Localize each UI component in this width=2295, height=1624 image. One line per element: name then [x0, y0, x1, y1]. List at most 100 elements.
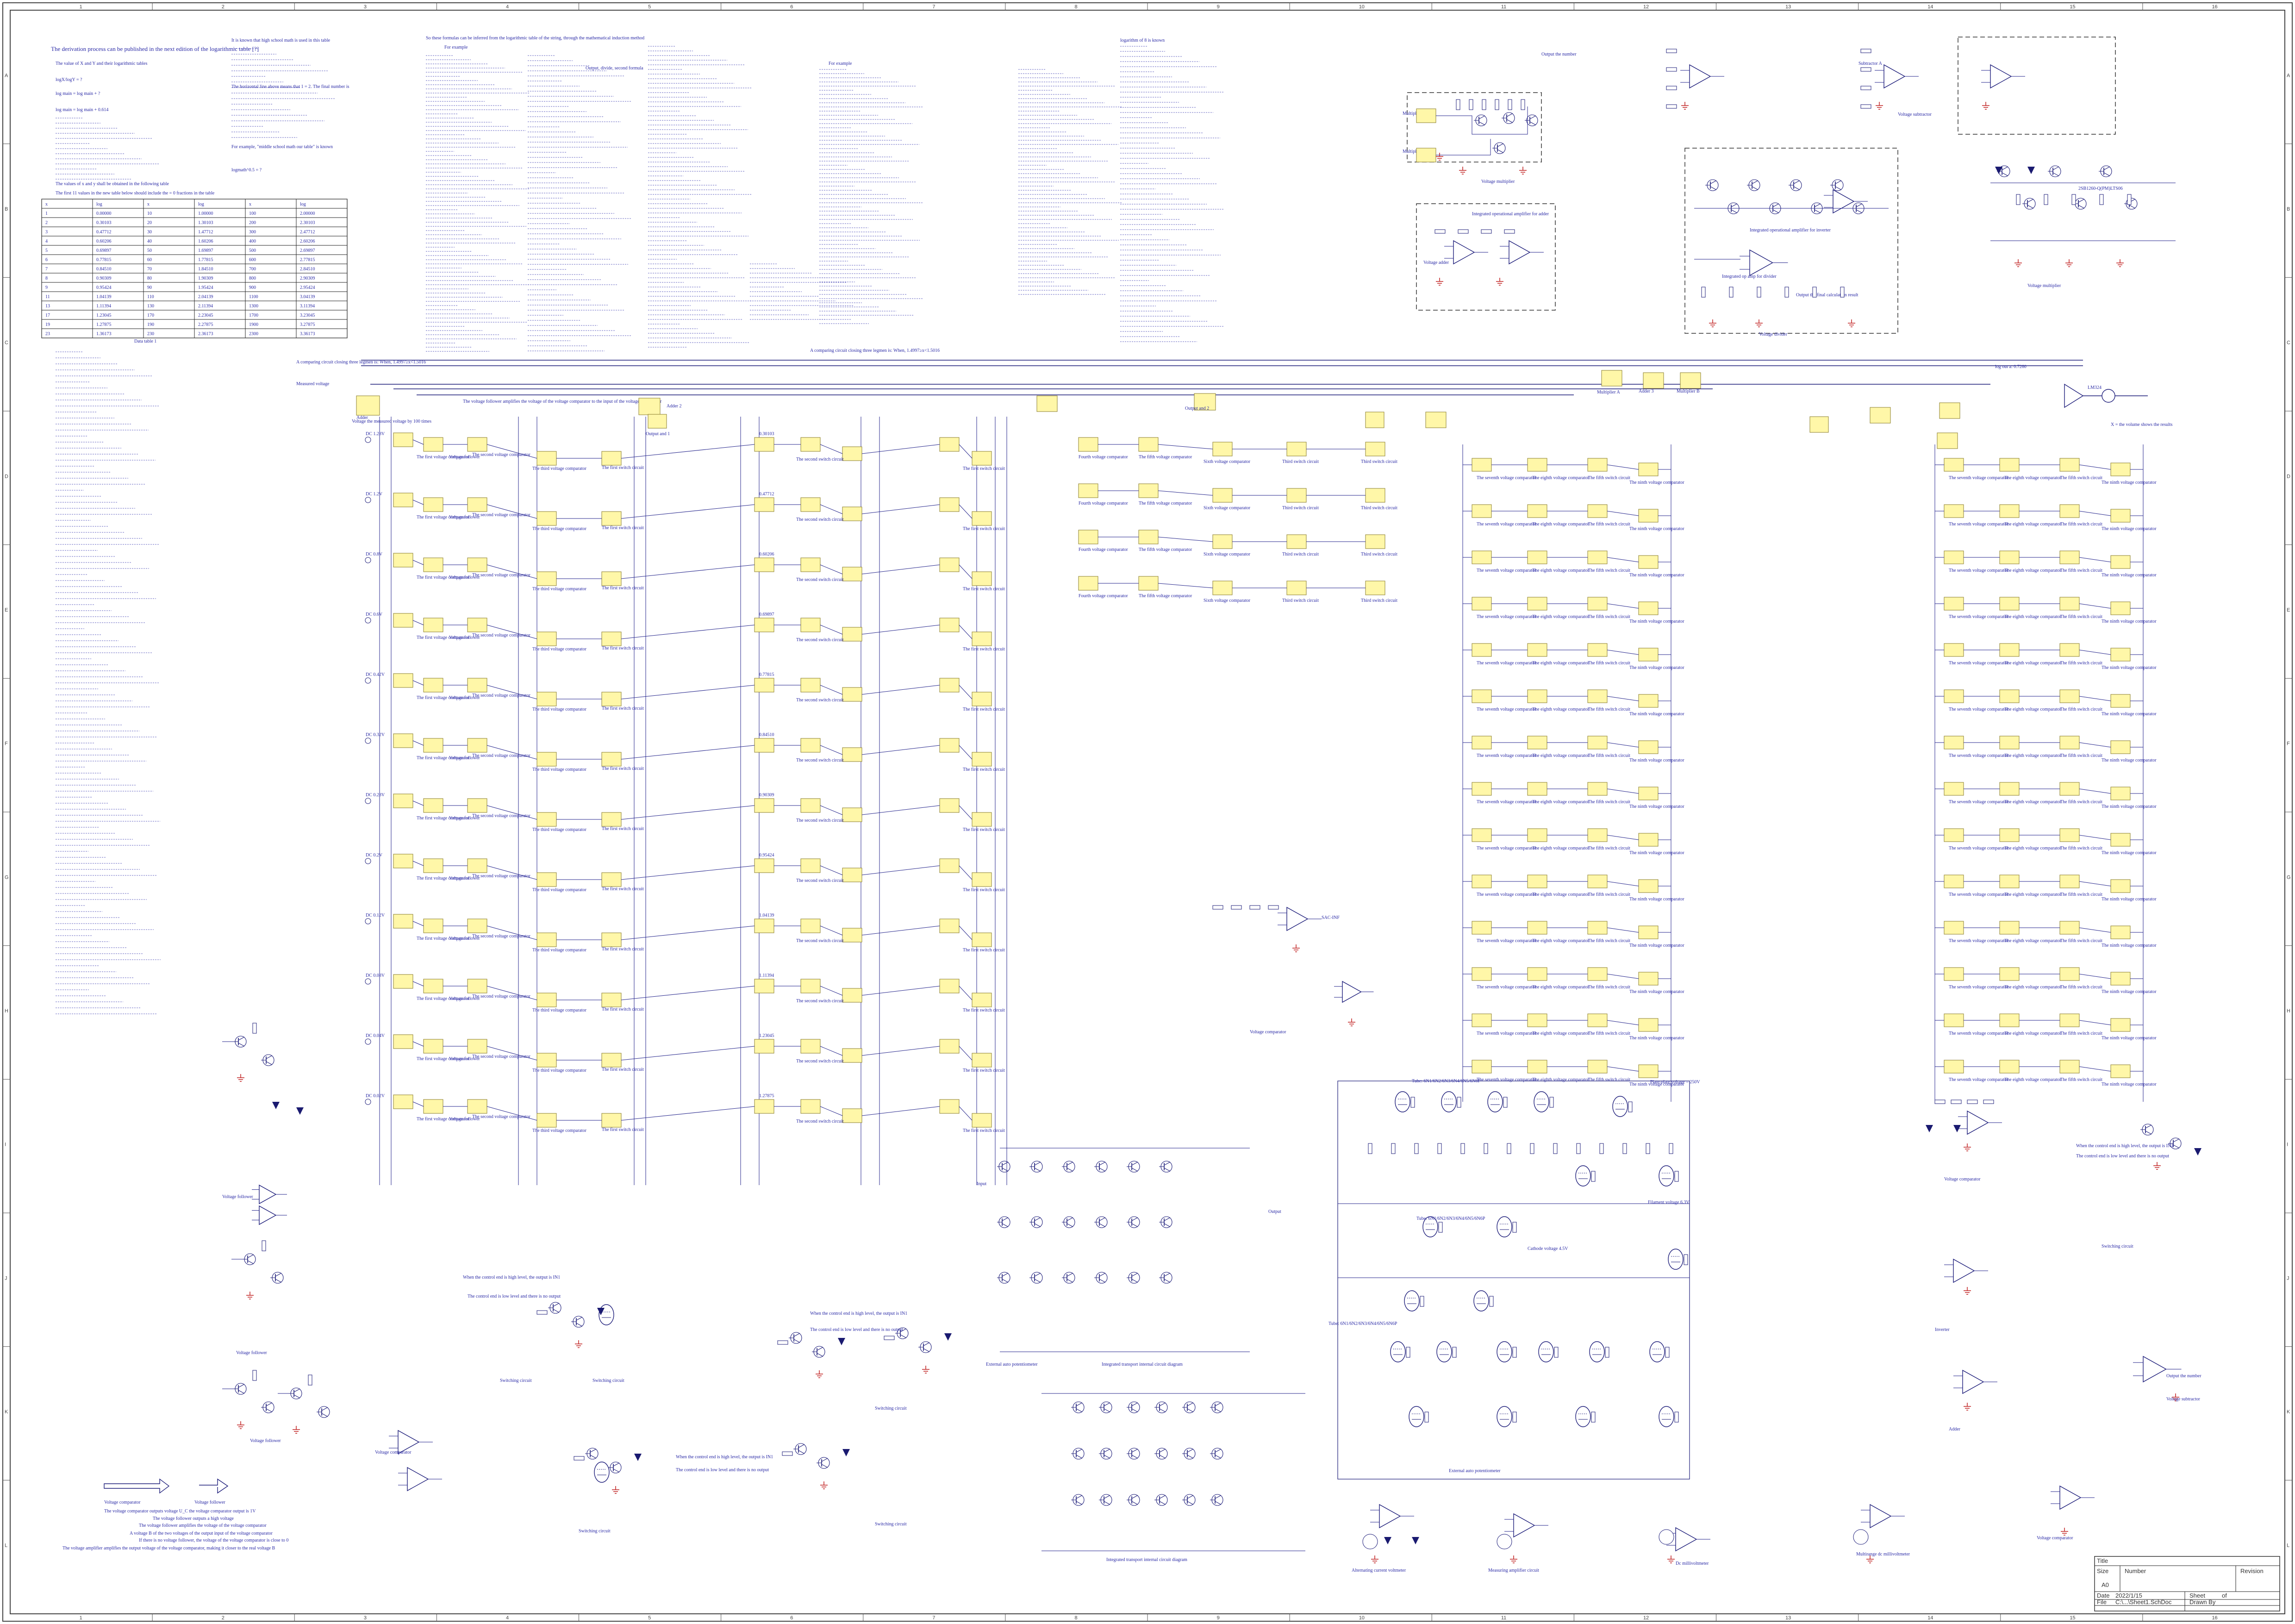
resistor-icon	[1860, 86, 1871, 90]
label-int-transport: Integrated transport internal circuit di…	[1102, 1362, 1183, 1367]
switch-block	[1587, 597, 1608, 611]
comparator-block	[1944, 597, 1964, 611]
switch-label: The first switch circuit	[963, 1008, 1005, 1013]
opamp-icon	[398, 1430, 420, 1455]
comparator-block	[1527, 782, 1547, 796]
comparator-label: The eighth voltage comparator	[1532, 985, 1590, 990]
wire	[2079, 927, 2111, 933]
transistor-icon	[923, 1342, 930, 1346]
log-table-cell: 300	[249, 230, 256, 235]
switch-label: The first switch circuit	[963, 767, 1005, 772]
wire	[486, 625, 537, 639]
transistor-icon	[1215, 1455, 1222, 1459]
comparator-block	[467, 678, 487, 693]
comparator-label: The third voltage comparator	[532, 948, 587, 953]
switch-label: The fifth switch circuit	[2060, 522, 2102, 527]
wire	[486, 865, 537, 880]
opamp-icon	[1967, 1110, 1989, 1135]
switch-label: The first switch circuit	[602, 826, 644, 831]
comparator-block	[423, 798, 443, 813]
wire	[820, 564, 843, 575]
log-table-cell: 13	[45, 304, 50, 309]
transistor-icon	[1131, 1168, 1138, 1172]
comparator-block	[2110, 740, 2131, 754]
wire	[412, 921, 424, 926]
label-output-number: Output the number	[1541, 52, 1577, 57]
wire	[412, 740, 424, 746]
vacuum-tube-icon	[1473, 1290, 1489, 1312]
ref-value-label: 1.11394	[759, 973, 774, 978]
resistor-icon	[252, 1370, 257, 1381]
transistor-icon	[1076, 1455, 1083, 1459]
ruler-row-label: K	[2287, 1409, 2290, 1415]
comparator-block	[2110, 833, 2131, 847]
transistor-icon	[1159, 1449, 1166, 1453]
derivation-notes: The derivation process can be published …	[51, 36, 1165, 196]
wire	[861, 625, 940, 635]
label-comparator-bottom-4: Voltage comparator	[2037, 1536, 2073, 1541]
transistor-icon	[821, 1464, 828, 1468]
comparator-block	[939, 979, 960, 993]
switch-label: The second switch circuit	[796, 1119, 844, 1124]
transistor-icon	[266, 1408, 273, 1412]
log-table-cell: 2.95424	[300, 285, 315, 290]
comparator-block	[1638, 833, 1659, 847]
divider-dashed-box	[1684, 148, 1898, 334]
resistor-icon	[1549, 1097, 1554, 1108]
block-output-a	[648, 414, 667, 429]
transistor-icon	[1506, 119, 1513, 123]
resistor-icon	[1484, 1143, 1488, 1154]
comparator-label: The third voltage comparator	[532, 707, 587, 712]
legend-line-5: If there is no voltage follower, the vol…	[139, 1538, 288, 1543]
ruler-col-label: 1	[80, 4, 82, 10]
transistor-icon	[1752, 186, 1759, 190]
log-table-cell: 2.27875	[198, 322, 213, 327]
wire	[1607, 464, 1639, 470]
ref-value-label: 1.04139	[759, 913, 774, 918]
comparator-block	[423, 918, 443, 933]
comparator-block	[1472, 550, 1492, 564]
comparator-block	[754, 497, 774, 512]
wire	[486, 504, 537, 519]
comparator-block	[1472, 458, 1492, 472]
wire	[621, 444, 755, 459]
comparator-label: The first voltage comparator	[417, 816, 470, 821]
comparator-block	[754, 1039, 774, 1054]
comparator-block	[1944, 689, 1964, 703]
resistor-icon	[2099, 194, 2104, 205]
wire	[861, 805, 940, 815]
comparator-label: The ninth voltage comparator	[1629, 619, 1684, 624]
switch-label: The fifth switch circuit	[2060, 1031, 2102, 1036]
comparator-label: The third voltage comparator	[532, 887, 587, 893]
transistor-icon	[1066, 1279, 1073, 1283]
switch-label: Third switch circuit	[1282, 552, 1319, 557]
diode-icon	[1412, 1537, 1419, 1544]
transistor-icon	[1066, 1273, 1073, 1277]
comparator-label: The eighth voltage comparator	[2004, 568, 2062, 573]
comparator-block	[467, 979, 487, 993]
comparator-label: Fourth voltage comparator	[1079, 547, 1128, 552]
transistor-icon	[613, 1462, 620, 1467]
vacuum-tube-icon	[1487, 1091, 1503, 1112]
comparator-label: The seventh voltage comparator	[1949, 985, 2008, 990]
switch-block	[972, 812, 992, 827]
wire	[861, 1046, 940, 1056]
opamp-icon	[1833, 189, 1855, 214]
comparator-block	[1638, 879, 1659, 893]
log-table-cell: 0.95424	[96, 285, 112, 290]
vacuum-tube-icon	[1538, 1341, 1554, 1362]
transistor-icon	[2173, 1138, 2180, 1143]
comparator-block	[1527, 597, 1547, 611]
wire	[2079, 603, 2111, 609]
comparator-label: The second voltage comparator	[472, 633, 530, 638]
comparator-label: The seventh voltage comparator	[1477, 753, 1536, 758]
log-table-cell: 4	[45, 239, 48, 244]
vacuum-tube-icon	[1497, 1406, 1512, 1427]
resistor-icon	[1812, 287, 1817, 298]
wire	[861, 1106, 940, 1116]
switch-block	[601, 872, 622, 887]
label-sampling-note: The voltage follower amplifies the volta…	[463, 399, 662, 404]
vacuum-tube-icon	[1575, 1406, 1591, 1427]
comparator-label: The ninth voltage comparator	[1629, 850, 1684, 856]
